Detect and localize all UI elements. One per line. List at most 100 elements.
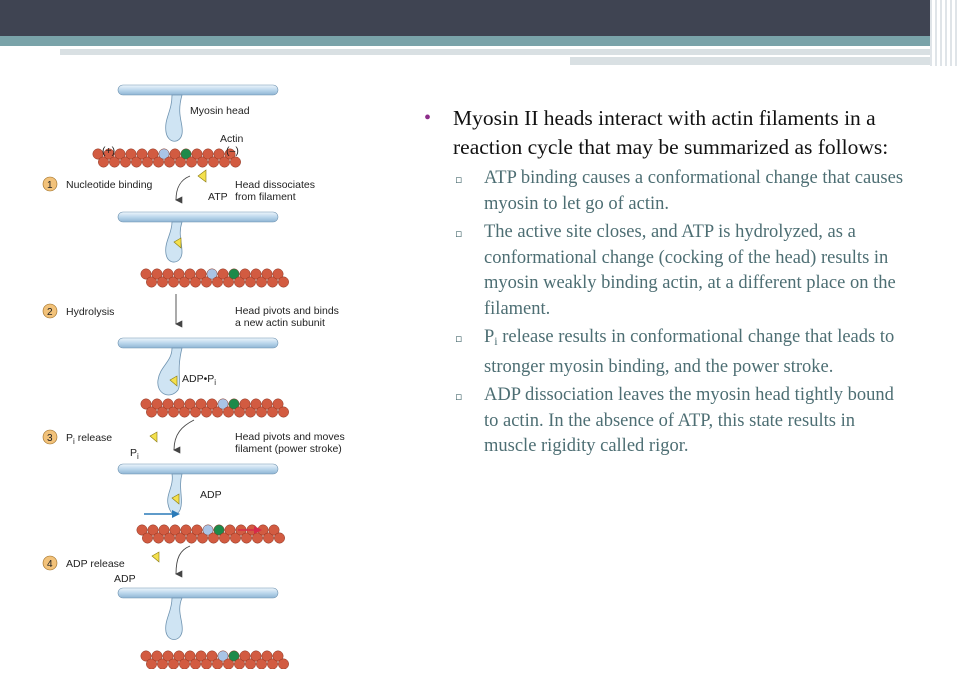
actin-bead	[261, 650, 273, 662]
myosin-head	[165, 94, 183, 142]
actin-bead	[245, 276, 256, 288]
actin-bead	[256, 658, 267, 669]
actin-bead	[180, 148, 192, 160]
actin-bead	[168, 658, 179, 669]
step-badge	[42, 303, 58, 319]
step-desc: Head pivots and moves	[235, 431, 345, 443]
actin-bead	[278, 406, 289, 418]
actin-bead	[241, 532, 252, 544]
actin-bead	[179, 658, 190, 669]
step-label: Nucleotide binding	[66, 179, 153, 191]
actin-bead	[173, 398, 185, 410]
actin-bead	[179, 276, 190, 288]
actin-bead	[184, 398, 196, 410]
step-badges	[42, 176, 58, 571]
actin-label: Actin	[220, 133, 244, 145]
nucleotide-markers	[149, 169, 207, 563]
minus-end-label: (–)	[226, 145, 239, 157]
actin-bead	[168, 406, 179, 418]
actin-bead	[223, 658, 234, 669]
square-bullet-icon: ▫	[455, 332, 463, 345]
actin-bead	[239, 398, 251, 410]
actin-bead	[175, 156, 186, 168]
actin-bead	[92, 148, 104, 160]
sub-bullet: ▫ The active site closes, and ATP is hyd…	[424, 220, 904, 322]
actin-bead	[206, 398, 218, 410]
actin-bead	[191, 148, 203, 160]
actin-bead	[169, 524, 181, 536]
actin-bead	[197, 156, 208, 168]
actin-bead	[267, 276, 278, 288]
actin-bead	[131, 156, 142, 168]
step-number: 1	[47, 180, 53, 191]
actin-bead	[190, 658, 201, 669]
step-desc: filament (power stroke)	[235, 443, 342, 455]
actin-bead	[250, 650, 262, 662]
main-bullet-text: Myosin II heads interact with actin fila…	[453, 106, 889, 159]
actin-bead	[217, 650, 229, 662]
header-bar	[0, 0, 930, 36]
pi-triangle	[149, 431, 158, 443]
actin-bead	[217, 268, 229, 280]
actin-bead	[272, 650, 284, 662]
actin-bead	[206, 650, 218, 662]
actin-bead	[162, 268, 174, 280]
actin-bead	[179, 406, 190, 418]
atp-label: ATP	[208, 191, 228, 203]
actin-bead	[195, 268, 207, 280]
actin-bead	[140, 268, 152, 280]
thick-filament	[117, 84, 279, 96]
actin-bead	[175, 532, 186, 544]
thick-filament	[117, 463, 279, 475]
actin-bead	[206, 268, 218, 280]
atp-triangle	[173, 237, 182, 249]
actin-bead	[147, 148, 159, 160]
actin-bead	[186, 532, 197, 544]
main-bullet: • Myosin II heads interact with actin fi…	[424, 104, 904, 162]
actin-bead	[219, 532, 230, 544]
actin-bead	[263, 532, 274, 544]
actin-bead	[201, 406, 212, 418]
actin-bead	[230, 532, 241, 544]
actin-bead	[208, 156, 219, 168]
actin-bead	[184, 650, 196, 662]
actin-bead	[245, 658, 256, 669]
actin-bead	[184, 268, 196, 280]
actin-bead	[256, 406, 267, 418]
adp-triangle	[171, 493, 180, 505]
actin-bead	[201, 276, 212, 288]
actin-bead	[140, 650, 152, 662]
actin-bead	[195, 398, 207, 410]
thick-filaments	[117, 84, 279, 599]
step-number: 3	[47, 433, 53, 444]
actin-bead	[212, 658, 223, 669]
step-desc: Head pivots and binds	[235, 305, 339, 317]
actin-bead	[274, 532, 285, 544]
actin-bead	[146, 276, 157, 288]
square-bullet-icon: ▫	[455, 227, 463, 240]
square-bullet-icon: ▫	[455, 173, 463, 186]
plus-end-label: (+)	[102, 145, 115, 157]
actin-bead	[109, 156, 120, 168]
myosin-head	[167, 473, 183, 515]
actin-bead	[190, 406, 201, 418]
actin-bead	[217, 398, 229, 410]
actin-bead	[136, 148, 148, 160]
actin-bead	[157, 406, 168, 418]
myosin-head	[157, 347, 183, 396]
myosin-heads	[157, 94, 183, 640]
actin-bead	[120, 156, 131, 168]
actin-bead	[153, 156, 164, 168]
actin-bead	[162, 398, 174, 410]
actin-bead	[261, 398, 273, 410]
square-bullet-icon: ▫	[455, 390, 463, 403]
actin-bead	[278, 276, 289, 288]
actin-bead	[228, 398, 240, 410]
actin-bead	[157, 658, 168, 669]
sub-bullet: ▫ ADP dissociation leaves the myosin hea…	[424, 383, 904, 460]
actin-bead	[267, 406, 278, 418]
bullet-dot-icon: •	[424, 107, 432, 129]
header-stripes	[930, 0, 960, 66]
pi-label: Pi	[130, 447, 139, 461]
actin-bead	[272, 268, 284, 280]
